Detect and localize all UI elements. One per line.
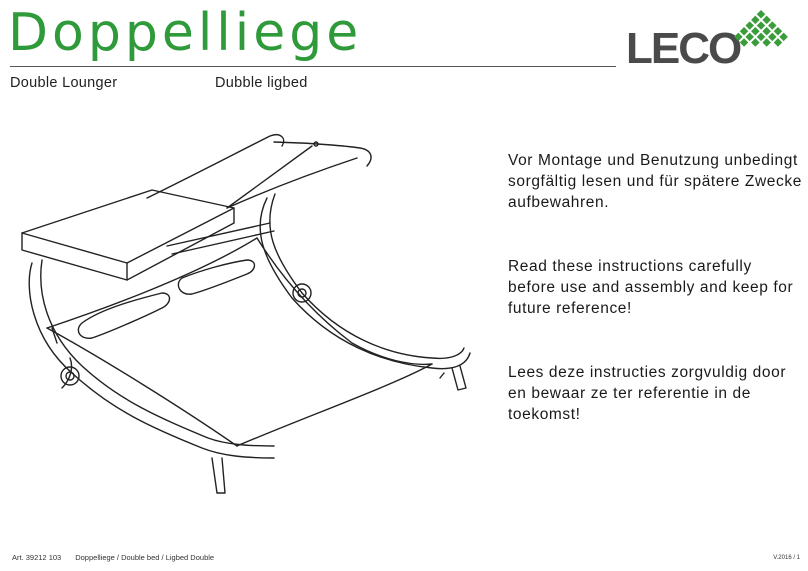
article-number: Art. 39212 103 [12, 553, 62, 562]
logo-grid-icon [734, 10, 788, 47]
instruction-dutch: Lees deze instructies zorgvuldig door en… [508, 364, 787, 423]
subtitle-dutch: Dubble ligbed [215, 75, 308, 91]
title-underline [10, 66, 616, 67]
instruction-german: Vor Montage und Benutzung unbedingt sorg… [508, 152, 802, 211]
leco-logo: LECO [626, 6, 796, 72]
logo-wordmark: LECO [626, 24, 742, 73]
double-lounger-illustration [21, 134, 471, 494]
document-title: Doppelliege [8, 3, 363, 63]
version-label: V.2016 / 1 [773, 555, 800, 561]
subtitle-english: Double Lounger [10, 75, 118, 91]
footer-article-info: Art. 39212 103 Doppelliege / Double bed /… [12, 553, 214, 562]
instruction-english: Read these instructions carefully before… [508, 258, 794, 317]
product-description: Doppelliege / Double bed / Ligbed Double [75, 553, 215, 562]
